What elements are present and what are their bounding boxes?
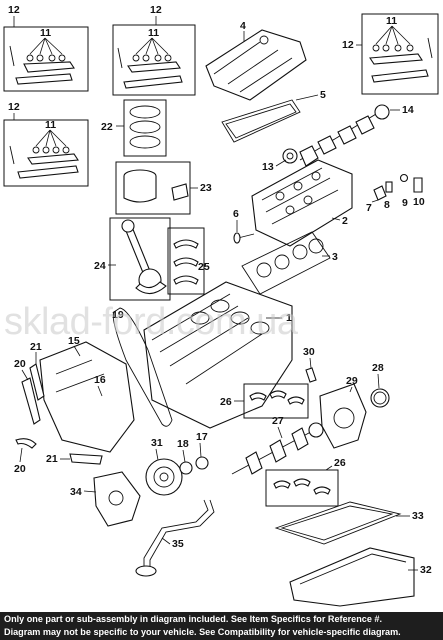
callout-4: 4 (240, 20, 246, 32)
callout-24: 24 (94, 260, 106, 272)
piston-ring-set: 22 (101, 99, 167, 157)
callout-35: 35 (172, 538, 184, 550)
spacer: 17 (195, 431, 209, 470)
watermark: sklad-ford.com.ua (4, 301, 299, 343)
front-seal: 18 (177, 438, 193, 475)
callout-16: 16 (94, 374, 106, 386)
callout-26: 26 (220, 396, 232, 408)
cam-sprocket: 13 (262, 148, 298, 173)
callout-8: 8 (384, 199, 390, 211)
callout-33: 33 (412, 510, 424, 522)
main-bearing-set-upper: 26 (220, 383, 309, 419)
oil-pump: 34 (70, 471, 141, 527)
crankshaft-pulley: 31 (145, 437, 183, 496)
timing-cover: 15 16 (39, 335, 135, 453)
callout-10: 10 (413, 196, 425, 208)
valve-cover-gasket: 5 (221, 89, 326, 143)
callout-20: 20 (14, 358, 26, 370)
callout-18: 18 (177, 438, 189, 450)
callout-11: 11 (386, 15, 397, 27)
cylinder-head: 2 (251, 159, 353, 247)
callout-11: 11 (45, 119, 56, 131)
callout-1: 1 (286, 312, 292, 324)
connecting-rod-assembly: 24 (94, 217, 171, 301)
head-gasket: 3 (241, 231, 338, 295)
callout-14: 14 (402, 104, 414, 116)
callout-12: 12 (342, 39, 354, 51)
rocker-arm-kit-top-middle: 12 11 (112, 4, 196, 96)
callout-20: 20 (14, 463, 26, 475)
callout-29: 29 (346, 375, 358, 387)
callout-9: 9 (402, 197, 408, 209)
oil-pickup-tube: 35 (135, 499, 215, 577)
rear-main-seal: 28 (370, 362, 390, 408)
callout-34: 34 (70, 486, 82, 498)
disclaimer-line-1: Only one part or sub-assembly in diagram… (4, 614, 383, 624)
rear-seal-retainer: 29 (319, 375, 367, 449)
rocker-arm-kit-mid-left: 12 11 (3, 101, 89, 187)
callout-22: 22 (101, 121, 113, 133)
oil-pan: 32 (289, 547, 432, 607)
callout-2: 2 (342, 215, 348, 227)
camshaft: 14 (299, 104, 414, 167)
rocker-arm-kit-top-left: 12 11 (3, 4, 89, 92)
callout-13: 13 (262, 161, 274, 173)
callout-15: 15 (68, 335, 80, 347)
callout-17: 17 (196, 431, 208, 443)
small-parts-group: 7 8 9 10 (366, 173, 425, 214)
callout-27: 27 (272, 415, 284, 427)
oil-pan-gasket: 33 (274, 501, 424, 545)
callout-21: 21 (46, 453, 58, 465)
callout-12: 12 (8, 101, 20, 113)
callout-31: 31 (151, 437, 163, 449)
crankshaft: 27 (231, 415, 324, 475)
chain-guide: 20 21 (14, 341, 45, 425)
timing-chain: 19 (112, 307, 173, 427)
chain-tensioner-arm: 20 (14, 438, 37, 475)
callout-19: 19 (112, 309, 124, 321)
tensioner: 21 (46, 453, 103, 465)
callout-3: 3 (332, 251, 338, 263)
valve: 6 (233, 208, 255, 244)
callout-26: 26 (334, 457, 346, 469)
rocker-arm-kit-top-right: 12 11 (342, 13, 439, 95)
callout-23: 23 (200, 182, 212, 194)
engine-block: 1 (143, 281, 293, 429)
callout-32: 32 (420, 564, 432, 576)
main-bearing-set-lower: 26 (265, 457, 346, 507)
callout-5: 5 (320, 89, 326, 101)
thrust-washer: 30 (303, 346, 317, 383)
disclaimer-footer: Only one part or sub-assembly in diagram… (0, 612, 443, 640)
callout-30: 30 (303, 346, 315, 358)
callout-6: 6 (233, 208, 239, 220)
piston-assembly: 23 (115, 161, 212, 215)
callout-11: 11 (40, 27, 51, 39)
callout-21: 21 (30, 341, 42, 353)
callout-11: 11 (148, 27, 159, 39)
callout-12: 12 (150, 4, 162, 16)
connecting-rod-bearing-set: 25 (167, 227, 210, 295)
disclaimer-line-2: Diagram may not be specific to your vehi… (4, 627, 401, 637)
callout-12: 12 (8, 4, 20, 16)
callout-28: 28 (372, 362, 384, 374)
callout-7: 7 (366, 202, 372, 214)
valve-cover: 4 (205, 20, 307, 101)
callout-25: 25 (198, 261, 210, 273)
